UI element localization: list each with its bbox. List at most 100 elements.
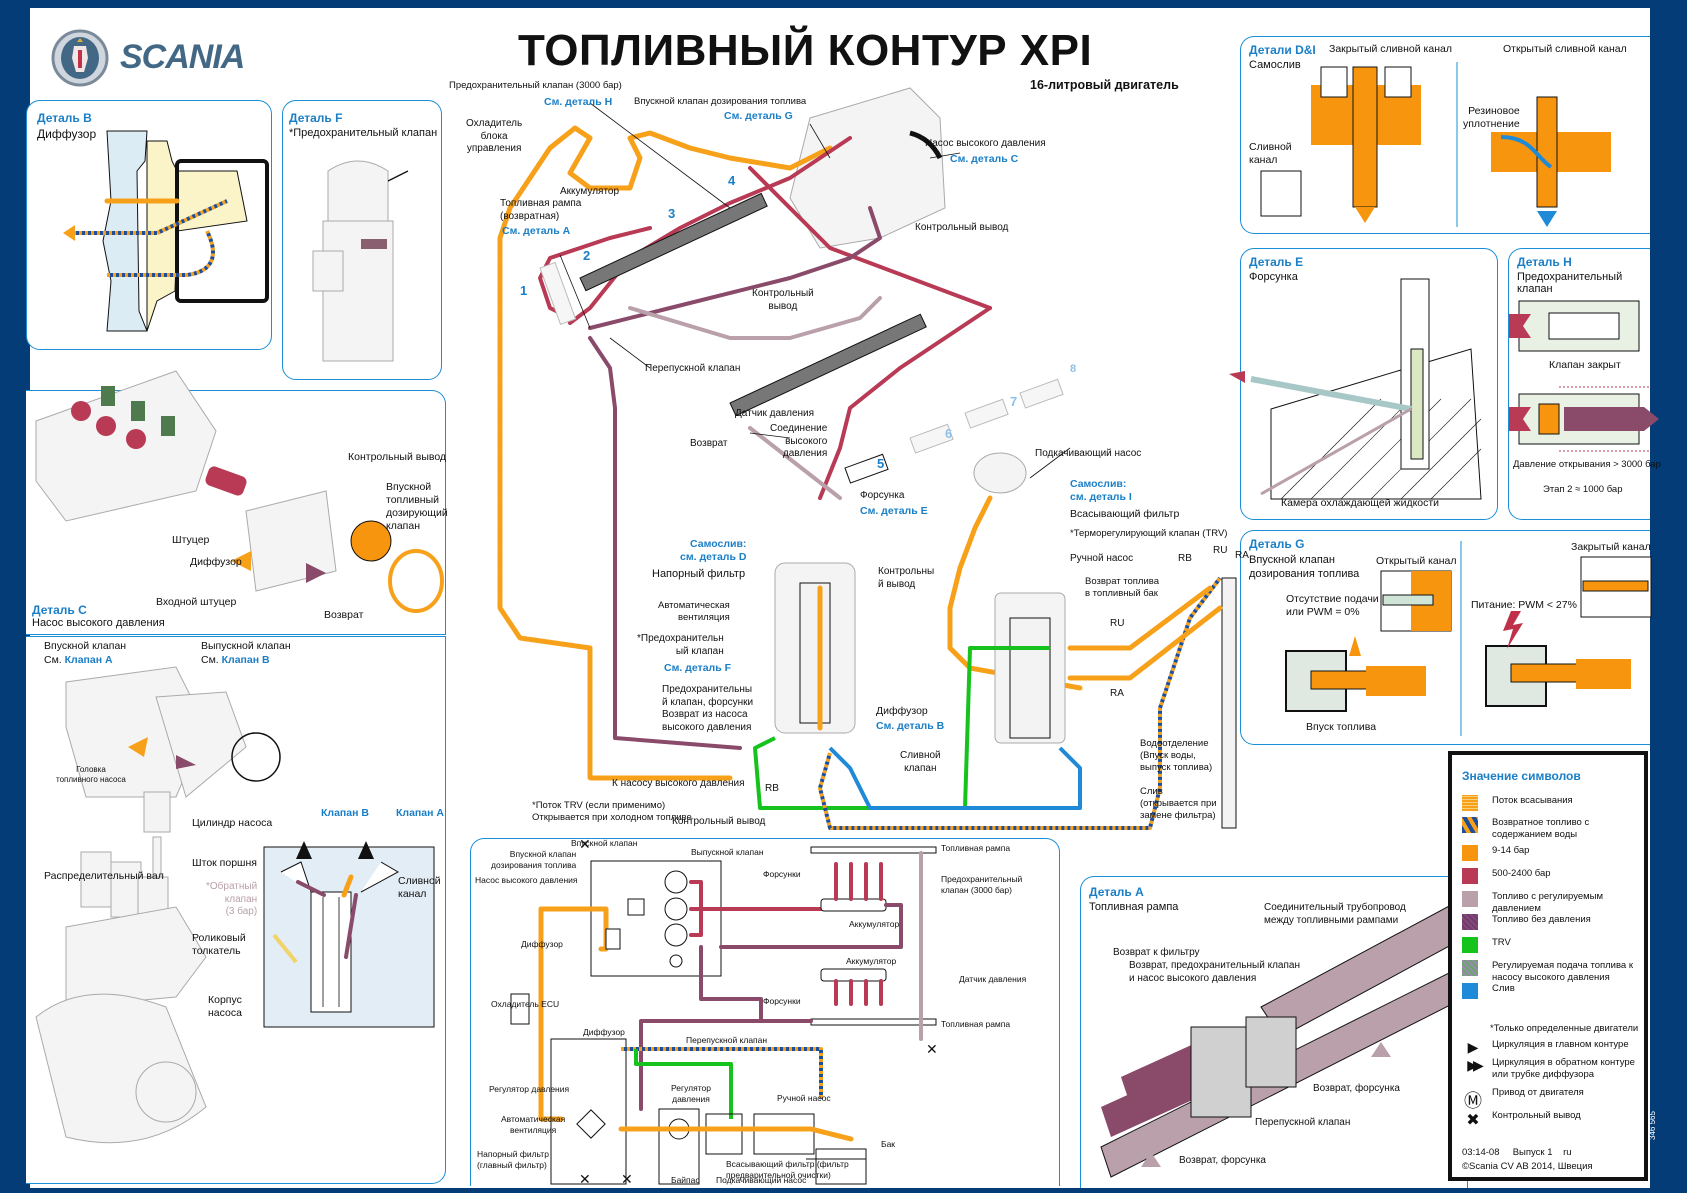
label-return: Возврат (324, 609, 364, 621)
fuel-rail-bottom-symbol (810, 1018, 937, 1026)
legend-label: Регулируемая подача топлива к насосу выс… (1492, 960, 1634, 984)
label-control-outlet-2: Контрольный вывод (752, 288, 814, 312)
label-inlet-metering-valve: Впускной топливный дозирующий клапан (386, 481, 448, 533)
link-see-detail-e[interactable]: См. деталь E (860, 505, 928, 517)
link-self-drain-d[interactable]: Самослив: см. деталь D (680, 538, 747, 564)
schem-label-ecu-cooler: Охладитель ECU (491, 999, 560, 1009)
label-hp-pump: Насос высокого давления (925, 138, 1046, 149)
legend-label: Циркуляция в обратном контуре или трубке… (1492, 1057, 1635, 1081)
detail-f-subtitle: *Предохранительный клапан (289, 127, 438, 139)
detail-b-subtitle: Диффузор (37, 127, 97, 141)
lightning-icon (1503, 611, 1523, 649)
schem-label-hand-pump: Ручной насос (777, 1093, 831, 1103)
schem-label-pressure-reg-2: Регулятор давления (671, 1083, 712, 1104)
schem-label-fuel-rail-bottom: Топливная рампа (941, 1019, 1011, 1029)
schem-label-relief-valve: Предохранительный клапан (3000 бар) (941, 874, 1023, 895)
link-see-detail-a[interactable]: См. деталь A (502, 225, 571, 237)
legend-item-regulated: Топливо с регулируемым давлением (1462, 891, 1642, 916)
pump-element-1 (664, 870, 688, 894)
metering-valve-diagram (1285, 541, 1652, 736)
brand-name: SCANIA (120, 38, 245, 76)
label-fitting: Штуцер (172, 534, 210, 546)
link-self-drain-i[interactable]: Самослив: см. деталь I (1070, 478, 1132, 504)
suction-pipe-left (497, 175, 733, 781)
schem-label-pressure-sensor: Датчик давления (959, 974, 1027, 984)
label-trv-flow: *Поток TRV (если применимо) Открывается … (532, 800, 692, 823)
link-see-detail-c[interactable]: См. деталь C (950, 153, 1019, 165)
schem-label-pressure-reg-1: Регулятор давления (489, 1084, 570, 1094)
detail-di-subtitle: Самослив (1249, 59, 1301, 71)
label-control-outlet: Контрольный вывод (348, 451, 447, 463)
schem-label-accumulator-2: Аккумулятор (846, 956, 897, 966)
drain-pipe (828, 746, 1082, 810)
schem-label-pressure-filter: Напорный фильтр (главный фильтр) (477, 1149, 549, 1170)
injector-6 (909, 423, 954, 454)
pump-element-3 (664, 923, 688, 947)
swatch-suction (1462, 795, 1478, 811)
label-camshaft: Распределительный вал (44, 870, 164, 882)
engine-block (789, 87, 946, 249)
label-return-rail: Топливная рампа (возвратная) (500, 198, 582, 222)
link-see-detail-h[interactable]: См. деталь H (544, 96, 613, 108)
link-valve-b[interactable]: Клапан B (221, 654, 270, 666)
label-outlet-valve: Выпускной клапан (201, 640, 291, 652)
injector-8 (1019, 378, 1064, 409)
diffuser-symbol (605, 928, 621, 950)
legend: Значение символов Поток всасывания Возвр… (1448, 751, 1648, 1181)
scania-logo: SCANIA (50, 28, 290, 88)
link-see-detail-f[interactable]: См. деталь F (664, 662, 731, 674)
label-to-hp-pump: К насосу высокого давления (612, 778, 745, 789)
detail-c-title: Деталь C (32, 603, 87, 617)
fuel-rail-top-symbol (810, 846, 937, 854)
legend-item-9-14: 9-14 бар (1462, 845, 1642, 861)
swatch-regulated (1462, 891, 1478, 907)
cylinder-number-6: 6 (945, 426, 953, 441)
schem-label-auto-vent: Автоматическая вентиляция (501, 1114, 566, 1135)
schem-label-diffuser-2: Диффузор (583, 1027, 625, 1037)
label-relief-valve-f: *Предохранительн ый клапан (637, 633, 724, 657)
link-see-detail-g[interactable]: См. деталь G (724, 110, 793, 122)
schem-label-inlet-valve: Впускной клапан (571, 838, 638, 848)
detail-g-subtitle: Впускной клапан дозирования топлива (1249, 554, 1360, 581)
test-point-icon: ✕ (579, 836, 591, 852)
diffuser-cutaway-diagram (63, 130, 269, 332)
main-fuel-circuit-diagram (497, 87, 1237, 830)
link-valve-a[interactable]: Клапан A (64, 654, 113, 666)
label-relief-valve-3000: Предохранительный клапан (3000 бар) (449, 80, 622, 91)
arrow-single-icon: ▶ (1467, 1039, 1479, 1055)
link-see-detail-b[interactable]: См. деталь B (876, 720, 945, 732)
label-return-to-filter: Возврат к фильтру (1113, 947, 1200, 958)
detail-a-panel: Деталь A Топливная рампа Соединительный … (1080, 876, 1468, 1188)
detail-h-subtitle: Предохранительный клапан (1517, 271, 1623, 295)
detail-a-subtitle: Топливная рампа (1089, 901, 1179, 913)
relief-valve-diagram (1509, 300, 1659, 452)
cylinder-number-4: 4 (728, 173, 736, 188)
label-injector: Форсунка (860, 490, 905, 501)
label-roller-tappet: Роликовый толкатель (192, 932, 246, 958)
hp-line-rail-b (818, 306, 992, 500)
label-control-outlet-3: Контрольны й вывод (878, 566, 935, 590)
label-pump-head: Головка топливного насоса (56, 765, 126, 784)
legend-label: 500-2400 бар (1492, 868, 1551, 879)
label-control-outlet-1: Контрольный вывод (915, 222, 1009, 233)
cylinder-number-1: 1 (520, 283, 528, 298)
fuel-system-schematic: ✕ ✕ ✕ ✕ (510, 836, 938, 1187)
arrow-double-icon: ▶▶ (1467, 1057, 1484, 1073)
fuel-rail-left (579, 192, 768, 292)
test-point-icon: ✖ (1466, 1112, 1480, 1129)
scania-griffin-icon (51, 29, 109, 87)
label-return-injector-1: Возврат, форсунка (1313, 1083, 1400, 1094)
label-relief-injectors: Предохранительны й клапан, форсунки Возв… (662, 684, 754, 733)
label-hand-pump: Ручной насос (1070, 553, 1134, 564)
detail-c-subtitle: Насос высокого давления (32, 617, 165, 629)
detail-e-panel: Деталь E Форсунка Камера охлаждающей жид… (1229, 248, 1498, 520)
label-open-drain: Открытый сливной канал (1503, 43, 1627, 55)
tank-sender-unit (1221, 577, 1237, 829)
legend-label: Циркуляция в главном контуре (1492, 1039, 1629, 1050)
label-suction-filter: Всасывающий фильтр (1070, 508, 1180, 520)
pump-exploded-panel: Впускной клапан См. Клапан A Выпускной к… (26, 636, 446, 1184)
swatch-drain (1462, 983, 1478, 999)
label-connecting-pipe: Соединительный трубопровод между топливн… (1264, 902, 1406, 926)
label-ru-filter: RU (1110, 618, 1125, 629)
label-bypass-valve: Перепускной клапан (645, 363, 741, 374)
